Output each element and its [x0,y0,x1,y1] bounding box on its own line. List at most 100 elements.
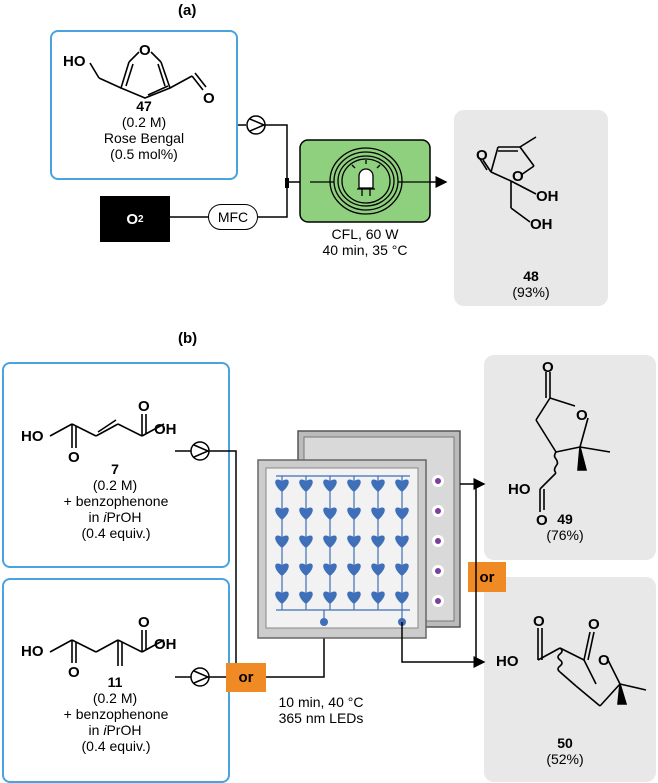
atom-7-ho: HO [21,428,44,445]
heart-mixer-icon [323,563,337,576]
atom-11-ho: HO [21,643,44,660]
compound-47-number: 47 [136,98,152,114]
heart-mixer-icon [275,479,289,492]
atom-50-o-ring: O [598,652,610,669]
conditions-a-line1: CFL, 60 W [331,226,399,242]
heart-mixer-icon [275,563,289,576]
heart-mixer-icon [371,591,385,604]
o2-subscript: 2 [138,213,144,225]
conditions-b-line2: 365 nm LEDs [278,710,364,726]
heart-mixer-icon [395,563,409,576]
lamp-icon [351,160,381,196]
heart-mixer-icon [347,563,361,576]
structure-47 [89,51,207,99]
photosensitizer-name: Rose Bengal [103,130,185,146]
or-label-right: or [468,562,506,592]
pump-icon-7 [175,441,210,461]
reagent-7-box [2,362,230,568]
compound-7-solvent: in iPrOH [88,509,142,525]
atom-47-ho: HO [63,53,86,70]
compound-11-additive: + benzophenone [63,706,169,722]
atom-48-o-ring: O [512,168,524,185]
chip-reactor-plate [265,467,419,629]
atom-7-oh: OH [154,421,177,438]
flow-line-7 [209,450,237,663]
product-49-box [484,355,656,560]
led-array [432,475,444,607]
heart-mixer-icon [371,479,385,492]
chip-inlet-port [320,618,328,626]
compound-50-yield: (52%) [546,751,584,767]
led-icon [432,475,444,487]
heart-mixer-icon [395,479,409,492]
heart-mixer-icon [323,507,337,520]
pump-icon-47 [238,115,266,135]
heart-mixer-icon [371,563,385,576]
heart-mixer-icon [299,563,313,576]
led-icon [432,565,444,577]
structure-11 [49,630,165,666]
atom-49-o-ring: O [576,407,588,424]
flow-line-47 [265,124,300,183]
heart-mixer-icon [275,507,289,520]
compound-49-number: 49 [557,511,573,527]
atom-11-oh: OH [154,636,177,653]
heart-mixer-icon [347,535,361,548]
heart-mixer-icon [275,535,289,548]
compound-49-yield: (76%) [546,527,584,543]
compound-11-solvent: in iPrOH [88,722,142,738]
heart-mixer-icon [299,479,313,492]
atom-49-ho: HO [508,481,531,498]
compound-48-yield: (93%) [512,284,550,300]
photosensitizer-loading: (0.5 mol%) [110,146,178,162]
heart-mixers [275,479,409,604]
product-48-box [454,110,608,306]
atom-11-o-2: O [138,614,150,631]
atom-48-oh-2: OH [530,216,553,233]
led-icon [432,535,444,547]
heart-mixer-icon [347,591,361,604]
heart-mixer-icon [299,507,313,520]
compound-7-equiv: (0.4 equiv.) [81,525,151,541]
structure-7 [49,414,165,448]
solvent-11-iso: i [103,722,107,738]
coil-icon [310,147,430,215]
heart-mixer-icon [371,535,385,548]
conditions-b-line1: 10 min, 40 °C [278,694,364,710]
compound-48-number: 48 [523,268,539,284]
flow-line-outlet [401,622,476,663]
heart-mixer-icon [323,479,337,492]
panel-b-label: (b) [178,330,198,347]
led-icon [432,595,444,607]
solvent-7-iso: i [103,509,107,525]
compound-11-concentration: (0.2 M) [92,690,138,706]
solvent-11-name: PrOH [106,722,142,738]
compound-7-concentration: (0.2 M) [92,477,138,493]
atom-47-o-ring: O [139,42,151,59]
compound-7-number: 7 [111,461,119,477]
flow-arrow-to-49 [460,483,477,662]
heart-mixer-icon [395,507,409,520]
flow-line-to-reactor [266,622,325,678]
solvent-7-name: PrOH [106,509,142,525]
atom-47-o-aldehyde: O [203,90,215,107]
atom-50-ho: HO [496,653,519,670]
heart-mixer-icon [275,591,289,604]
panel-a-label: (a) [178,2,197,19]
atom-7-o-1: O [68,449,80,466]
structure-48 [479,136,537,223]
gas-line-mfc [258,182,288,218]
mass-flow-controller: MFC [208,204,258,230]
reagent-47-box [50,30,238,180]
atom-50-o-carbonyl: O [588,616,600,633]
structure-50 [537,628,647,707]
heart-mixer-icon [395,591,409,604]
compound-11-number: 11 [107,674,123,690]
compound-7-additive: + benzophenone [63,493,169,509]
product-50-box [484,577,656,782]
o2-label: O [126,210,139,228]
or-label-left: or [226,663,266,692]
led-icon [432,505,444,517]
